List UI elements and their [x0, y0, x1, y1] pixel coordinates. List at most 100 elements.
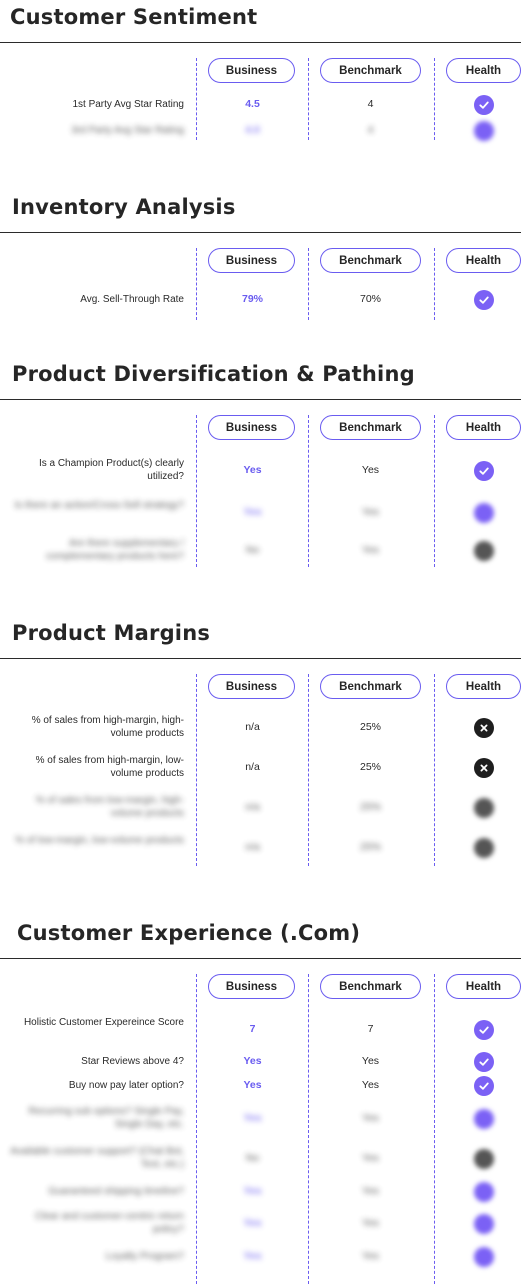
health-column-header: Health: [446, 58, 521, 83]
metric-label: Guaranteed shipping timeline?: [48, 1186, 184, 1197]
metric-label: Are there supplementary / complementary …: [46, 538, 184, 562]
metric-label: Clear and customer-centric return policy…: [35, 1211, 184, 1235]
metric-label: % of low-margin, low-volume products: [15, 835, 184, 846]
column-separator: [308, 415, 309, 567]
metric-label: % of sales from low-margin, high-volume …: [35, 795, 184, 819]
metric-label: Avg. Sell-Through Rate: [80, 294, 184, 305]
check-icon: [474, 1182, 494, 1202]
benchmark-column-header: Benchmark: [320, 248, 421, 273]
check-icon: [474, 1052, 494, 1072]
metric-label: 3rd Party Avg Star Rating: [71, 125, 184, 136]
benchmark-value: Yes: [361, 1217, 380, 1229]
check-icon: [474, 503, 494, 523]
check-icon: [474, 95, 494, 115]
health-column-header: Health: [446, 415, 521, 440]
benchmark-value: Yes: [361, 1152, 380, 1164]
column-separator: [434, 974, 435, 1284]
business-value: n/a: [245, 801, 260, 813]
benchmark-value: Yes: [361, 506, 380, 518]
business-value: Yes: [243, 506, 262, 518]
column-separator: [308, 58, 309, 140]
business-value: n/a: [245, 841, 260, 853]
business-value: 4.0: [245, 124, 260, 136]
benchmark-column-header: Benchmark: [320, 58, 421, 83]
benchmark-column-header: Benchmark: [320, 974, 421, 999]
benchmark-value: Yes: [361, 1079, 380, 1091]
column-separator: [196, 415, 197, 567]
benchmark-value: Yes: [361, 544, 380, 556]
business-value: n/a: [245, 721, 260, 733]
section-divider: [0, 42, 521, 43]
health-column-header: Health: [446, 248, 521, 273]
column-separator: [434, 415, 435, 567]
business-value: 79%: [241, 293, 263, 305]
metric-label: Buy now pay later option?: [68, 1080, 184, 1091]
column-separator: [434, 248, 435, 320]
benchmark-value: Yes: [361, 1112, 380, 1124]
metric-label: 1st Party Avg Star Rating: [72, 99, 184, 110]
section-divider: [0, 958, 521, 959]
section-divider: [0, 658, 521, 659]
check-icon: [474, 121, 494, 141]
business-value: Yes: [243, 1217, 262, 1229]
section-title: Product Margins: [12, 621, 211, 645]
business-value: No: [245, 544, 260, 556]
section-4: Customer Experience (.Com) Business Benchm…: [0, 915, 521, 1284]
benchmark-value: Yes: [361, 464, 380, 476]
column-separator: [196, 974, 197, 1284]
benchmark-value: 25%: [359, 801, 381, 813]
health-column-header: Health: [446, 674, 521, 699]
metric-label: Available customer support? (Chat Bot, T…: [10, 1146, 184, 1170]
benchmark-value: Yes: [361, 1250, 380, 1262]
check-icon: [474, 1109, 494, 1129]
column-separator: [308, 248, 309, 320]
business-value: No: [245, 1152, 260, 1164]
benchmark-value: 4: [367, 98, 374, 110]
section-title: Product Diversification & Pathing: [12, 362, 415, 386]
column-separator: [434, 58, 435, 140]
business-value: n/a: [245, 761, 260, 773]
benchmark-value: 25%: [359, 841, 381, 853]
benchmark-value: 70%: [359, 293, 381, 305]
check-icon: [474, 290, 494, 310]
section-title: Customer Sentiment: [10, 5, 258, 29]
metric-label: Holistic Customer Expereince Score: [23, 1017, 184, 1028]
business-value: Yes: [243, 464, 262, 476]
metric-label: Loyalty Program?: [105, 1251, 184, 1262]
status-dot-icon: [474, 1149, 494, 1169]
benchmark-value: Yes: [361, 1055, 380, 1067]
metric-label: Is a Champion Product(s) clearly utilize…: [38, 458, 184, 482]
column-separator: [308, 674, 309, 866]
cross-icon: [474, 758, 494, 778]
section-title: Inventory Analysis: [12, 195, 236, 219]
column-separator: [196, 674, 197, 866]
status-dot-icon: [474, 541, 494, 561]
benchmark-value: 25%: [359, 761, 381, 773]
check-icon: [474, 1214, 494, 1234]
business-column-header: Business: [208, 674, 295, 699]
benchmark-value: 25%: [359, 721, 381, 733]
business-column-header: Business: [208, 58, 295, 83]
metric-label: Star Reviews above 4?: [81, 1056, 184, 1067]
metric-label: Recurring sub options? Single Pay, Singl…: [28, 1106, 184, 1130]
business-value: Yes: [243, 1112, 262, 1124]
section-title: Customer Experience (.Com): [17, 921, 361, 945]
business-column-header: Business: [208, 974, 295, 999]
business-value: Yes: [243, 1185, 262, 1197]
benchmark-value: 4: [367, 124, 374, 136]
check-icon: [474, 1247, 494, 1267]
section-divider: [0, 399, 521, 400]
column-separator: [308, 974, 309, 1284]
benchmark-column-header: Benchmark: [320, 674, 421, 699]
benchmark-value: Yes: [361, 1185, 380, 1197]
business-column-header: Business: [208, 415, 295, 440]
health-column-header: Health: [446, 974, 521, 999]
metric-label: Is there an action/Cross-Sell strategy?: [14, 500, 184, 511]
cross-icon: [474, 718, 494, 738]
business-value: Yes: [243, 1079, 262, 1091]
business-value: 4.5: [245, 98, 260, 110]
status-dot-icon: [474, 798, 494, 818]
